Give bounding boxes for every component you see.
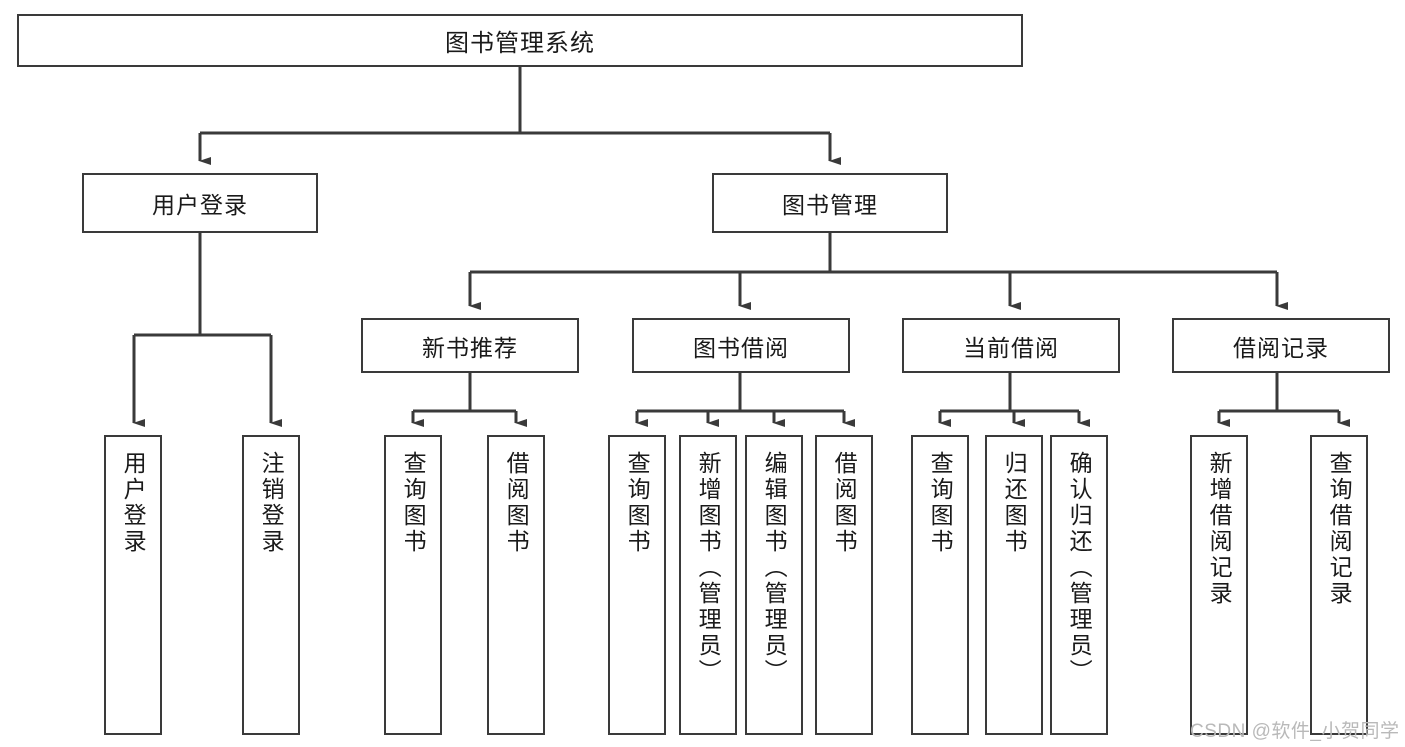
leaf-borrow-book-1[interactable]: 借阅图书 [487, 435, 545, 735]
node-borrow-record[interactable]: 借阅记录 [1172, 318, 1390, 373]
leaf-borrow-book-1-label: 借阅图书 [503, 451, 530, 555]
leaf-add-book[interactable]: 新增图书（管理员） [679, 435, 737, 735]
leaf-edit-book-label: 编辑图书（管理员） [761, 451, 788, 685]
leaf-query-record[interactable]: 查询借阅记录 [1310, 435, 1368, 735]
node-borrow-record-label: 借阅记录 [1233, 334, 1329, 361]
node-new-book-rec-label: 新书推荐 [422, 334, 518, 361]
node-root[interactable]: 图书管理系统 [17, 14, 1023, 67]
leaf-query-book-1[interactable]: 查询图书 [384, 435, 442, 735]
leaf-add-record-label: 新增借阅记录 [1206, 451, 1233, 607]
leaf-add-record[interactable]: 新增借阅记录 [1190, 435, 1248, 735]
node-user-login[interactable]: 用户登录 [82, 173, 318, 233]
node-book-borrow-label: 图书借阅 [693, 334, 789, 361]
node-new-book-rec[interactable]: 新书推荐 [361, 318, 579, 373]
leaf-user-login[interactable]: 用户登录 [104, 435, 162, 735]
leaf-logout[interactable]: 注销登录 [242, 435, 300, 735]
leaf-borrow-book-2-label: 借阅图书 [831, 451, 858, 555]
leaf-query-book-2-label: 查询图书 [624, 451, 651, 555]
leaf-return-book[interactable]: 归还图书 [985, 435, 1043, 735]
leaf-query-book-3-label: 查询图书 [927, 451, 954, 555]
leaf-logout-label: 注销登录 [258, 451, 285, 555]
leaf-edit-book[interactable]: 编辑图书（管理员） [745, 435, 803, 735]
node-current-borrow[interactable]: 当前借阅 [902, 318, 1120, 373]
leaf-query-book-1-label: 查询图书 [400, 451, 427, 555]
node-book-manage[interactable]: 图书管理 [712, 173, 948, 233]
node-book-manage-label: 图书管理 [782, 192, 878, 218]
leaf-user-login-label: 用户登录 [120, 451, 147, 555]
csdn-watermark: CSDN @软件_小贺同学 [1190, 721, 1400, 742]
node-current-borrow-label: 当前借阅 [963, 334, 1059, 361]
leaf-query-book-2[interactable]: 查询图书 [608, 435, 666, 735]
leaf-query-record-label: 查询借阅记录 [1326, 451, 1353, 607]
node-user-login-label: 用户登录 [152, 192, 248, 218]
leaf-confirm-return-label: 确认归还（管理员） [1066, 451, 1093, 685]
node-book-borrow[interactable]: 图书借阅 [632, 318, 850, 373]
leaf-return-book-label: 归还图书 [1001, 451, 1028, 555]
node-root-label: 图书管理系统 [445, 30, 595, 57]
leaf-borrow-book-2[interactable]: 借阅图书 [815, 435, 873, 735]
leaf-query-book-3[interactable]: 查询图书 [911, 435, 969, 735]
leaf-confirm-return[interactable]: 确认归还（管理员） [1050, 435, 1108, 735]
leaf-add-book-label: 新增图书（管理员） [695, 451, 722, 685]
